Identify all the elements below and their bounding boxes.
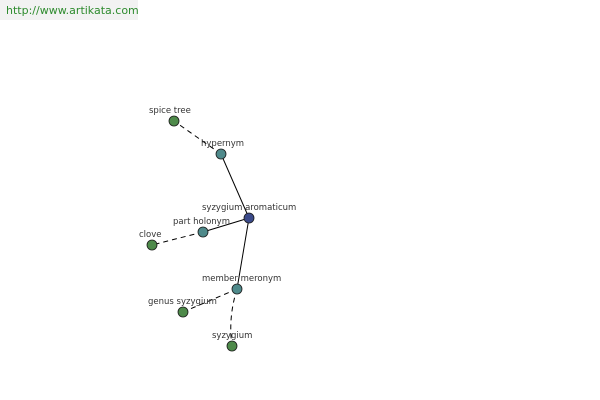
node-spice-tree[interactable] <box>168 115 180 127</box>
graph-nodes <box>146 115 255 352</box>
node-syzygium-aromaticum[interactable] <box>243 212 255 224</box>
graph-labels: syzygium aromaticum hypernym spice tree par… <box>139 106 296 341</box>
node-label-clove: clove <box>139 230 162 240</box>
node-label-genus-syzygium: genus syzygium <box>148 297 217 307</box>
edge-member-meronym-genus-syzygium <box>182 288 238 313</box>
source-url-banner[interactable]: http://www.artikata.com <box>0 0 139 20</box>
node-label-member-meronym: member meronym <box>202 274 281 284</box>
node-label-syzygium-aromaticum: syzygium aromaticum <box>202 203 296 213</box>
node-syzygium[interactable] <box>226 340 238 352</box>
node-member-meronym[interactable] <box>231 283 243 295</box>
edge-center-hypernym <box>220 153 250 219</box>
node-part-holonym[interactable] <box>197 226 209 238</box>
edge-hypernym-spice-tree <box>173 120 222 155</box>
node-label-syzygium: syzygium <box>212 331 252 341</box>
node-genus-syzygium[interactable] <box>177 306 189 318</box>
node-clove[interactable] <box>146 239 158 251</box>
edge-center-part-holonym <box>202 217 250 233</box>
node-label-hypernym: hypernym <box>201 139 244 149</box>
node-hypernym[interactable] <box>215 148 227 160</box>
edge-center-member-meronym <box>236 217 250 290</box>
node-label-part-holonym: part holonym <box>173 217 230 227</box>
node-label-spice-tree: spice tree <box>149 106 191 116</box>
